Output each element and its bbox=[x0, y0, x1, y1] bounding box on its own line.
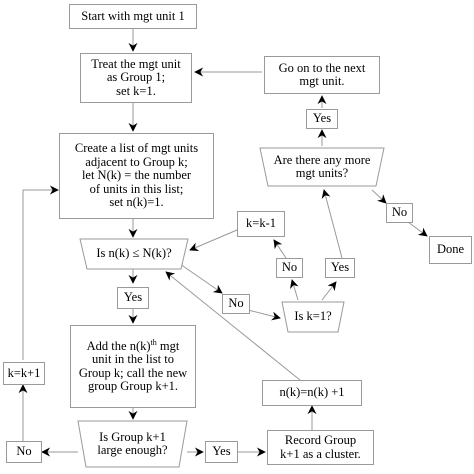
arrow-kinc-to-create bbox=[22, 185, 59, 360]
done-box: Done bbox=[429, 236, 472, 264]
add-unit-line1: Add the n(k)th mgt bbox=[86, 337, 180, 353]
n-increment-box: n(k)=n(k) +1 bbox=[262, 380, 362, 406]
k-is-one-decision: Is k=1? bbox=[281, 301, 345, 333]
yes-label-1: Yes bbox=[117, 287, 149, 309]
large-enough-text: Is Group k+1 large enough? bbox=[97, 429, 168, 457]
any-more-units-text: Are there any more mgt units? bbox=[273, 152, 371, 180]
arrow-kdec-to-check bbox=[189, 229, 238, 251]
yes-label-3: Yes bbox=[325, 258, 355, 278]
arrow-anymore-to-no bbox=[371, 189, 387, 204]
arrow-no-to-k1 bbox=[247, 309, 281, 321]
create-list-box: Create a list of mgt units adjacent to G… bbox=[59, 133, 214, 219]
arrow-k1-to-no bbox=[290, 279, 299, 301]
check-n-decision: Is n(k) ≤ N(k)? bbox=[79, 238, 189, 270]
large-enough-decision: Is Group k+1 large enough? bbox=[77, 420, 188, 468]
k-increment-box: k=k+1 bbox=[3, 362, 45, 385]
arrow-yes-to-anymore bbox=[321, 189, 343, 259]
arrow-check-to-no bbox=[179, 263, 223, 294]
add-unit-rest: unit in the list to Group k; call the ne… bbox=[78, 352, 188, 393]
go-next-unit-box: Go on to the next mgt unit. bbox=[264, 56, 380, 94]
add-unit-box: Add the n(k)th mgt unit in the list to G… bbox=[70, 325, 196, 408]
no-label-3: No bbox=[276, 258, 303, 278]
no-label-1: No bbox=[6, 441, 42, 463]
k-is-one-text: Is k=1? bbox=[294, 309, 332, 324]
any-more-units-decision: Are there any more mgt units? bbox=[259, 147, 385, 187]
yes-label-2: Yes bbox=[205, 441, 238, 463]
start-box: Start with mgt unit 1 bbox=[69, 4, 197, 29]
arrow-ninc-to-check bbox=[165, 271, 301, 381]
arrow-no-to-kdec bbox=[273, 239, 287, 259]
record-cluster-box: Record Group k+1 as a cluster. bbox=[267, 430, 374, 465]
arrow-no-to-done bbox=[407, 221, 428, 237]
check-n-text: Is n(k) ≤ N(k)? bbox=[96, 246, 172, 261]
k-decrement-box: k=k-1 bbox=[237, 211, 285, 237]
no-label-4: No bbox=[386, 203, 413, 223]
arrow-k1-to-yes bbox=[321, 281, 337, 301]
treat-as-group-box: Treat the mgt unit as Group 1; set k=1. bbox=[80, 53, 192, 103]
yes-label-4: Yes bbox=[306, 109, 338, 129]
no-label-2: No bbox=[222, 294, 250, 314]
